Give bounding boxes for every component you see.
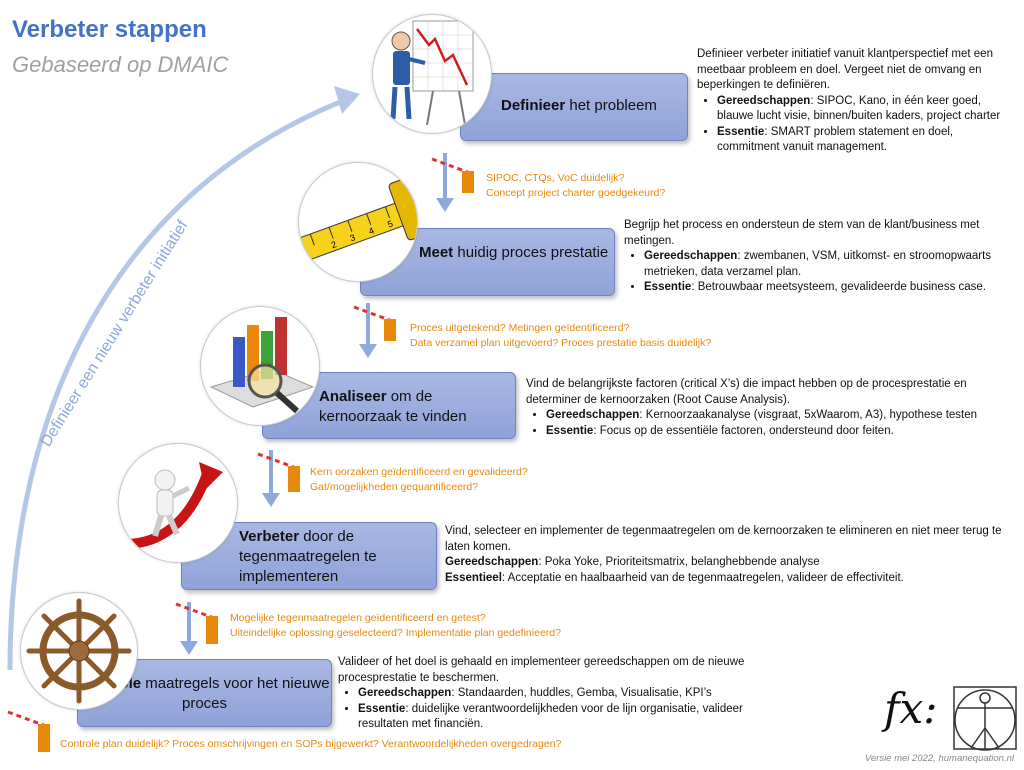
flow-arrow-head [436,198,454,212]
step-control-intro: Valideer of het doel is gehaald en imple… [338,656,745,684]
step-analyse-essence: : Focus op de essentiële factoren, onder… [593,424,894,437]
flow-arrow-head [359,344,377,358]
magnifier-chart-icon [200,306,320,426]
fx-logo: fx: [884,684,938,733]
step-define-tools-label: Gereedschappen [717,94,811,107]
step-improve-tools-label: Gereedschappen [445,556,539,568]
version-note: Versie mei 2022, humanequation.nl [864,753,1014,764]
step-define-box: Definieer het probleem [460,73,688,141]
barrier-gate-icon [257,452,300,492]
gate-3-questions: Kern oorzaken geïdentificeerd en gevalid… [310,465,528,495]
flow-arrow [366,303,370,345]
step-analyse-tools: : Kernoorzaakanalyse (visgraat, 5xWaarom… [639,409,978,421]
page-subtitle: Gebaseerd op DMAIC [12,52,229,77]
gate-question: Mogelijke tegenmaatregelen geïdentificee… [230,612,486,624]
flow-arrow-head [262,493,280,507]
step-measure-essence: : Betrouwbaar meetsysteem, gevalideerde … [691,281,986,293]
step-improve-intro: Vind, selecteer en implementer de tegenm… [445,525,1002,553]
gate-5-questions: Controle plan duidelijk? Proces omschrij… [60,737,561,752]
step-analyse-tools-label: Gereedschappen [546,409,640,421]
gate-question: Proces uitgetekend? Metingen geïdentific… [410,322,630,334]
svg-text:3: 3 [349,232,357,243]
gate-question: Data verzamel plan uitgevoerd? Proces pr… [410,337,712,349]
gate-4-questions: Mogelijke tegenmaatregelen geïdentificee… [230,611,561,641]
gate-question: Concept project charter goedgekeurd? [486,187,666,199]
step-define-description: Definieer verbeter initiatief vanuit kla… [697,47,1017,156]
climbing-arrow-icon [118,443,238,563]
flow-arrow [443,153,447,199]
barrier-gate-icon [7,710,50,752]
step-define-bold: Definieer [501,97,566,114]
step-control-rest: maatregels voor het nieuwe proces [141,675,330,712]
step-measure-tools-label: Gereedschappen [644,250,738,262]
barrier-gate-icon [353,305,396,341]
step-analyse-bold: Analiseer [319,388,387,405]
gate-question: Uiteindelijke oplossing geselecteerd? Im… [230,627,561,639]
step-control-tools-label: Gereedschappen [358,687,452,699]
step-measure-tools: : zwembanen, VSM, uitkomst- en stroomopw… [644,250,992,278]
step-analyse-intro: Vind de belangrijkste factoren (critical… [526,378,967,406]
gate-question: Controle plan duidelijk? Proces omschrij… [60,738,562,750]
step-improve-essence-label: Essentieel [445,571,502,584]
step-measure-essence-label: Essentie [644,281,692,293]
svg-text:2: 2 [330,239,338,250]
svg-text:5: 5 [386,219,394,230]
step-improve-bold: Verbeter [239,528,300,545]
step-define-essence: : SMART problem statement en doel, commi… [717,125,954,154]
page-title: Verbeter stappen [12,16,207,43]
step-measure-description: Begrijp het process en ondersteun de ste… [624,218,1004,296]
step-define-tools: : SIPOC, Kano, in één keer goed, blauwe … [717,94,1001,123]
barrier-gate-icon [175,602,218,644]
svg-text:4: 4 [367,225,375,236]
barrier-gate-icon [431,157,474,193]
step-improve-rest: door de tegenmaatregelen te implementere… [239,528,377,585]
gate-question: Kern oorzaken geïdentificeerd en gevalid… [310,466,528,478]
tape-measure-icon: 2 3 4 5 [298,162,418,282]
step-improve-essence: : Acceptatie en haalbaarheid van de tege… [501,571,904,584]
step-control-description: Valideer of het doel is gehaald en imple… [338,655,768,733]
step-control-tools: : Standaarden, huddles, Gemba, Visualisa… [451,687,712,699]
step-improve-tools: : Poka Yoke, Prioriteitsmatrix, belanghe… [538,556,820,568]
step-define-rest: het probleem [565,97,657,114]
step-measure-intro: Begrijp het process en ondersteun de ste… [624,219,980,247]
step-measure-bold: Meet [419,244,454,261]
gate-1-questions: SIPOC, CTQs, VoC duidelijk? Concept proj… [486,171,665,201]
gate-question: Gat/mogelijkheden gequantificeerd? [310,481,479,493]
return-curve-arrow [7,86,360,671]
ship-wheel-icon [20,592,138,710]
step-analyse-rest: om de kernoorzaak te vinden [319,388,467,425]
presenter-chart-icon [372,14,492,134]
step-improve-description: Vind, selecteer en implementer de tegenm… [445,524,1017,586]
gate-2-questions: Proces uitgetekend? Metingen geïdentific… [410,321,711,351]
flow-arrow [187,602,191,642]
step-analyse-essence-label: Essentie [546,424,594,437]
flow-arrow-head [180,641,198,655]
step-define-essence-label: Essentie [717,125,765,138]
vitruvian-man-icon [953,686,1017,751]
step-measure-rest: huidig proces prestatie [453,244,609,261]
gate-question: SIPOC, CTQs, VoC duidelijk? [486,172,625,184]
flow-arrow [269,450,273,494]
step-define-intro: Definieer verbeter initiatief vanuit kla… [697,48,993,91]
step-control-essence-label: Essentie [358,702,406,715]
step-analyse-description: Vind de belangrijkste factoren (critical… [526,377,996,439]
step-control-essence: : duidelijke verantwoordelijkheden voor … [358,702,743,731]
